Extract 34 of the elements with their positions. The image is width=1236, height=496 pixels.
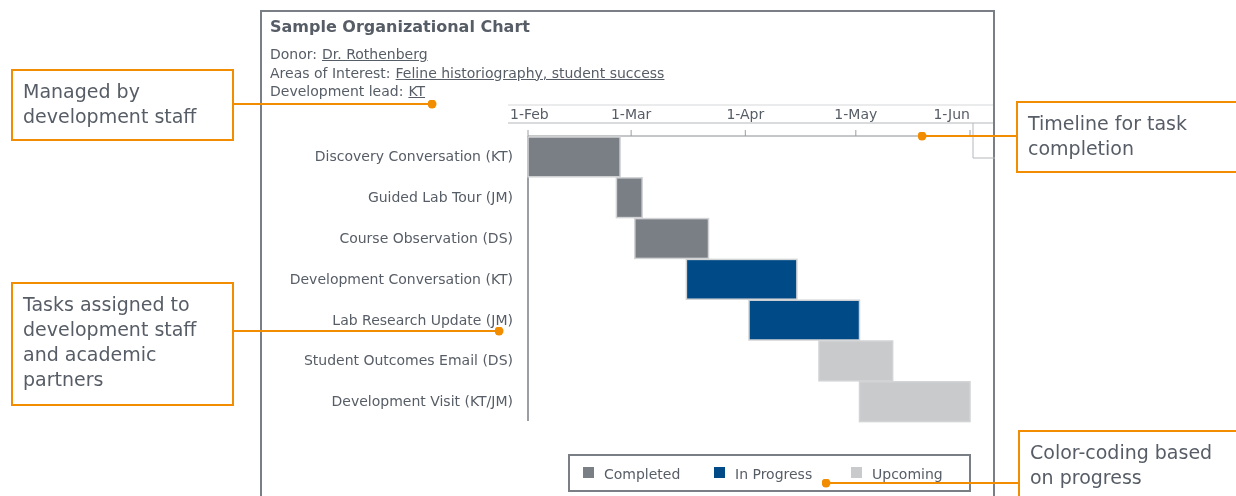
tick-label: 1-Mar: [610, 106, 652, 122]
tick-label: 1-Jun: [933, 106, 970, 122]
callout-text: Tasks assigned to development staff and academic partners: [23, 292, 198, 392]
info-value: Feline historiography, student success: [395, 63, 665, 82]
task-label: Lab Research Update (JM): [332, 311, 513, 328]
callout-text: Managed by development staff: [23, 79, 198, 129]
task-label: Student Outcomes Email (DS): [303, 352, 513, 369]
task-label: Course Observation (DS): [339, 230, 513, 246]
info-label: Areas of Interest:: [270, 63, 391, 82]
callout-box: [11, 69, 234, 141]
callout-box: [1018, 430, 1236, 496]
task-label: Development Visit (KT/JM): [331, 393, 513, 410]
info-label: Donor:: [270, 45, 317, 63]
callout-text: Timeline for task completion: [1028, 111, 1188, 161]
leader-line: [232, 99, 437, 109]
tick-label: 1-Apr: [726, 106, 765, 122]
info-value: KT: [408, 82, 426, 100]
leader-line: [232, 326, 504, 336]
callout-box: [11, 282, 234, 406]
legend-label: Completed: [604, 466, 681, 482]
callout-text: Color-coding based on progress: [1030, 440, 1214, 490]
tick-label: 1-May: [834, 106, 878, 122]
task-label: Discovery Conversation (KT): [314, 148, 513, 165]
chart-title: Sample Organizational Chart: [270, 17, 530, 37]
task-label: Development Conversation (KT): [289, 270, 513, 287]
leader-line: [821, 478, 1019, 488]
task-label: Guided Lab Tour (JM): [367, 189, 513, 206]
info-value: Dr. Rothenberg: [322, 45, 428, 63]
legend-label: In Progress: [735, 466, 813, 482]
leader-line: [917, 131, 1017, 141]
callout-box: [1016, 101, 1236, 173]
info-label: Development lead:: [270, 82, 404, 100]
legend-label: Upcoming: [872, 466, 943, 482]
tick-label: 1-Feb: [510, 106, 549, 122]
